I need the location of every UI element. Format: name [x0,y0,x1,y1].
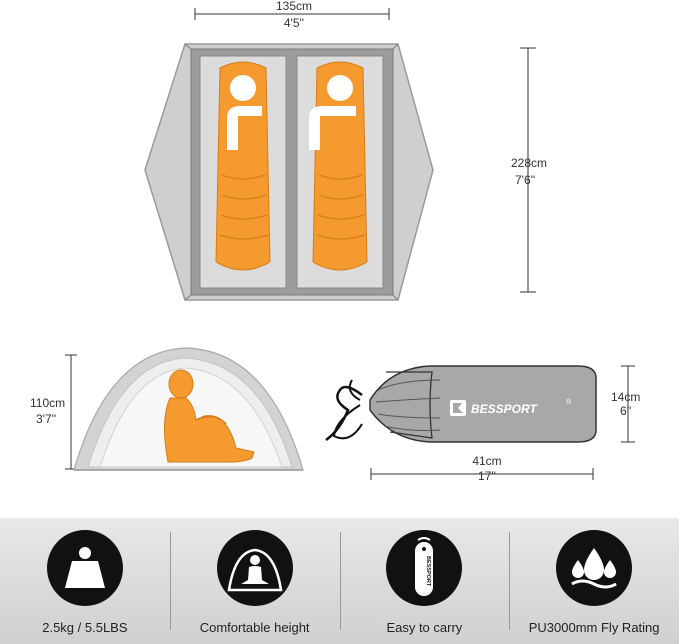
carry-bag-illustration: BESSPORT ® [325,365,597,443]
bag-length-imperial: 17'' [478,469,496,483]
dimension-floor-length: 228cm 7'6'' [511,47,547,293]
feature-carry-label: Easy to carry [386,620,463,635]
bag-diameter-imperial: 6'' [620,404,631,418]
bag-brand-name: BESSPORT [471,402,538,416]
carry-icon-brand: BESSPORT [425,556,431,587]
feature-weight: 2.5kg / 5.5LBS [0,518,170,644]
dimension-bag-diameter: 14cm 6'' [611,365,640,443]
sitting-person-icon [216,530,293,606]
tent-height-imperial: 3'7'' [36,412,56,426]
waterproof-icon [556,530,633,606]
feature-weight-label: 2.5kg / 5.5LBS [42,620,128,635]
floor-length-metric: 228cm [511,156,547,170]
feature-waterproof: PU3000mm Fly Rating [509,518,679,644]
sleeping-bag-right [309,61,368,271]
feature-carry: BESSPORT Easy to carry [339,518,510,644]
floor-width-imperial: 4'5'' [284,16,304,30]
tent-height-metric: 110cm [30,396,65,410]
product-illustration: 135cm 4'5'' 228cm 7'6'' 110cm 3' [30,0,640,483]
floor-length-imperial: 7'6'' [515,173,535,187]
dimension-floor-width: 135cm 4'5'' [194,0,390,30]
bag-brand-mark: ® [566,398,572,406]
weight-icon [46,530,123,606]
feature-height-label: Comfortable height [199,620,310,635]
floor-width-metric: 135cm [276,0,312,13]
dimension-tent-height: 110cm 3'7'' [30,354,77,470]
bag-diameter-metric: 14cm [611,390,640,404]
tent-top-view [144,43,434,301]
bag-length-metric: 41cm [472,454,501,468]
dimension-bag-length: 41cm 17'' [370,454,594,483]
feature-height: Comfortable height [169,518,340,644]
feature-bar: 2.5kg / 5.5LBS Comfortable height BESSPO… [0,518,679,644]
seated-person-figure [163,369,255,463]
sleeping-bag-left [215,61,271,271]
carry-bag-icon: BESSPORT [386,530,463,606]
feature-waterproof-label: PU3000mm Fly Rating [528,620,660,635]
